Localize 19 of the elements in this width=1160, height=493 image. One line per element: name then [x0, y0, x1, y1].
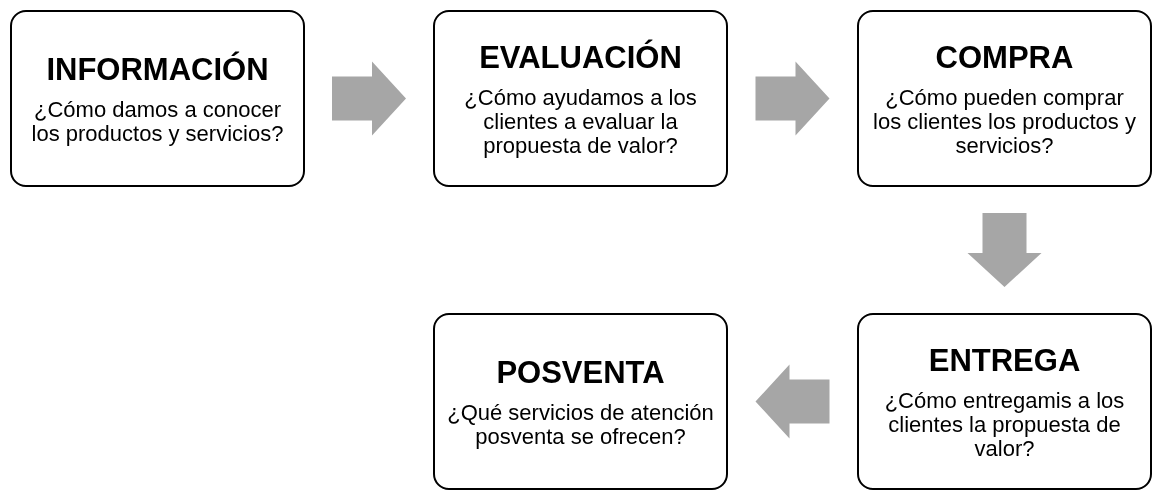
box-question: ¿Cómo ayudamos a los clientes a evaluar la propuesta de valor? — [463, 85, 698, 159]
box-question: ¿Cómo pueden comprar los clientes los productos y servicios? — [872, 85, 1137, 159]
process-box — [857, 10, 1152, 187]
box-question: ¿Cómo entregamis a los clientes la propuesta de valor? — [883, 388, 1126, 462]
box-heading: COMPRA — [935, 38, 1074, 77]
process-box — [433, 313, 728, 490]
box-question: ¿Cómo damos a conocer los productos y servicios? — [30, 97, 285, 147]
box-heading: ENTREGA — [928, 341, 1081, 380]
block-arrow — [755, 61, 830, 136]
process-box — [433, 10, 728, 187]
block-arrow — [332, 61, 406, 136]
box-heading: INFORMACIÓN — [46, 50, 269, 89]
block-arrow — [967, 213, 1042, 287]
box-heading: EVALUACIÓN — [479, 38, 682, 77]
process-box — [10, 10, 305, 187]
box-heading: POSVENTA — [496, 353, 665, 392]
process-box — [857, 313, 1152, 490]
block-arrow — [755, 364, 830, 439]
box-question: ¿Qué servicios de atención posventa se ofrecen? — [447, 400, 714, 450]
